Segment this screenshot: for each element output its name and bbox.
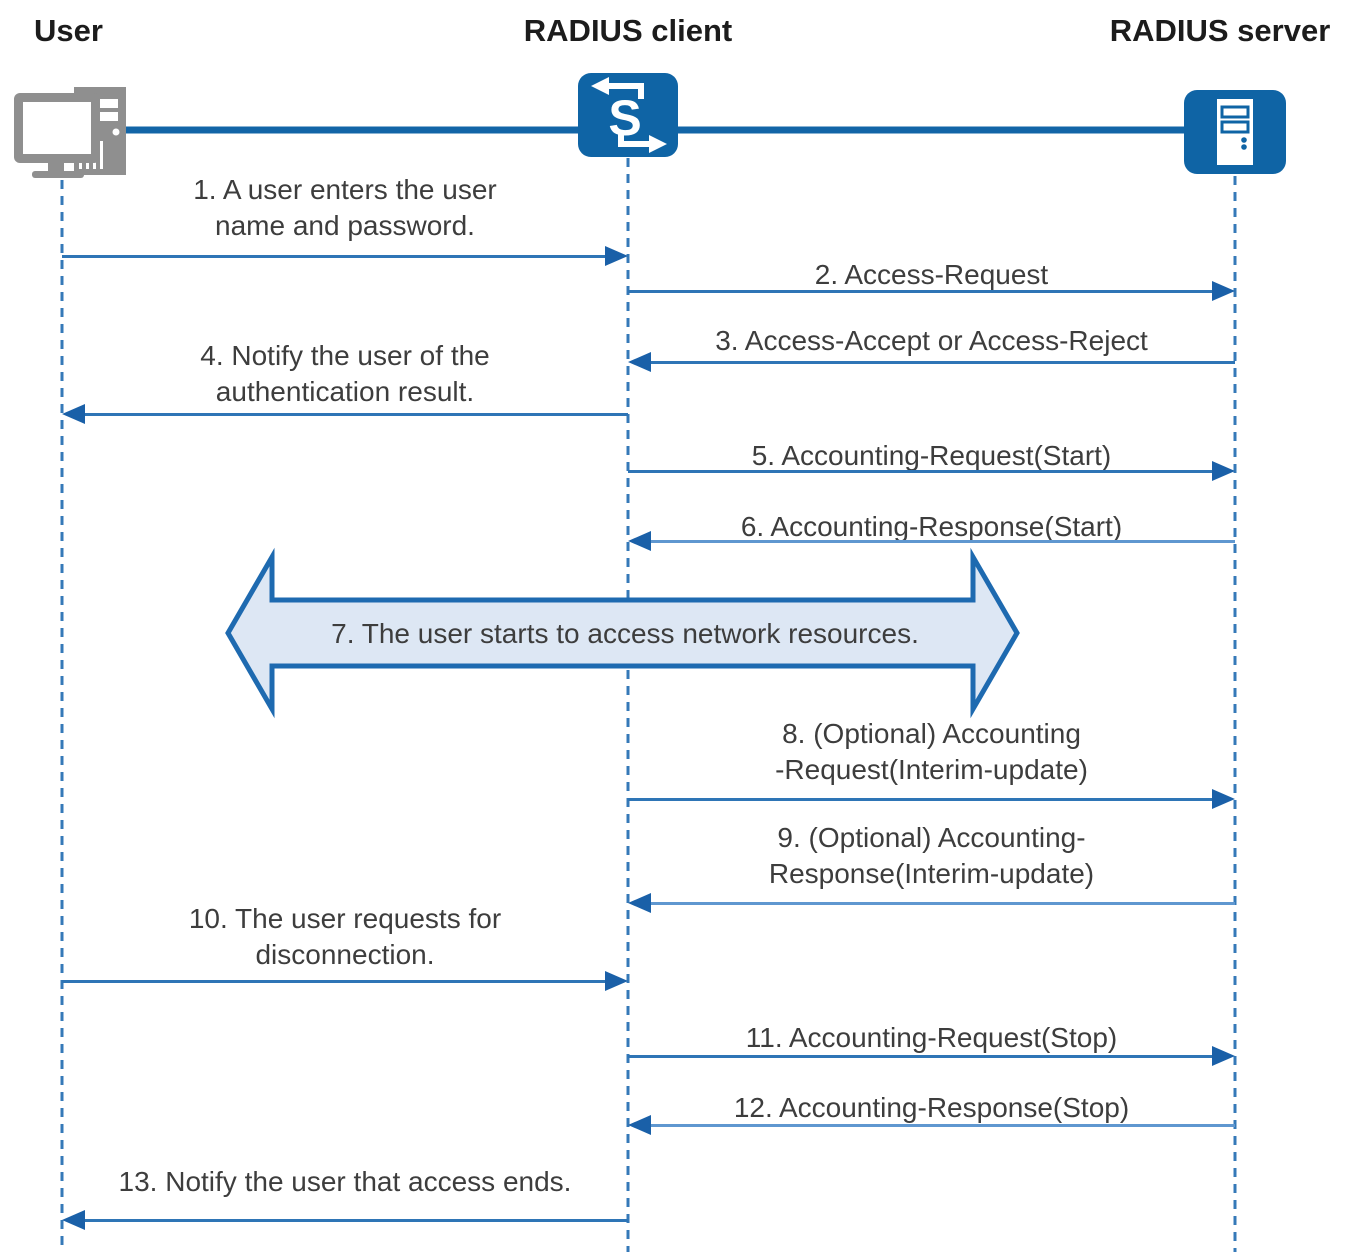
message-5-label: 5. Accounting-Request(Start) — [628, 438, 1235, 474]
message-4-label: 4. Notify the user of the authentication … — [62, 338, 628, 410]
message-1-label: 1. A user enters the user name and passwo… — [62, 172, 628, 244]
message-13-arrow — [80, 1219, 628, 1222]
message-11-label-line: 11. Accounting-Request(Stop) — [745, 1022, 1118, 1053]
switch-s-glyph: S — [608, 90, 641, 146]
actor-label-user: User — [34, 13, 103, 48]
message-9-label: 9. (Optional) Accounting- Response(Interi… — [628, 820, 1235, 892]
message-5-arrowhead-icon — [1212, 461, 1235, 481]
message-5-label-line: 5. Accounting-Request(Start) — [751, 440, 1112, 471]
message-8-arrowhead-icon — [1212, 789, 1235, 809]
message-12-label: 12. Accounting-Response(Stop) — [628, 1090, 1235, 1126]
message-12-arrowhead-icon — [628, 1115, 651, 1135]
message-9-arrow — [646, 902, 1235, 905]
message-9-label-line: Response(Interim-update) — [768, 858, 1095, 889]
message-13-arrowhead-icon — [62, 1210, 85, 1230]
message-3-arrow — [646, 361, 1235, 364]
message-11-arrow — [628, 1055, 1217, 1058]
message-4-label-line: 4. Notify the user of the — [200, 340, 490, 371]
message-6-label: 6. Accounting-Response(Start) — [628, 509, 1235, 545]
message-4-arrow — [80, 413, 628, 416]
message-8-label-line: 8. (Optional) Accounting — [782, 718, 1081, 749]
left-arrow-glyph — [591, 77, 609, 95]
message-4-label-line: authentication result. — [215, 376, 475, 407]
message-8-arrow — [628, 798, 1217, 801]
message-3-arrowhead-icon — [628, 352, 651, 372]
message-6-arrow — [646, 540, 1235, 543]
message-3-label: 3. Access-Accept or Access-Reject — [628, 323, 1235, 359]
message-2-label: 2. Access-Request — [628, 257, 1235, 293]
message-1-arrowhead-icon — [605, 246, 628, 266]
message-2-arrow — [628, 290, 1217, 293]
actor-label-radius-client: RADIUS client — [523, 13, 733, 48]
message-2-label-line: 2. Access-Request — [814, 259, 1049, 290]
desktop-computer-icon — [8, 83, 138, 183]
message-6-label-line: 6. Accounting-Response(Start) — [740, 511, 1123, 542]
message-5-arrow — [628, 470, 1217, 473]
message-11-arrowhead-icon — [1212, 1046, 1235, 1066]
message-8-label-line: -Request(Interim-update) — [775, 754, 1088, 785]
message-3-label-line: 3. Access-Accept or Access-Reject — [715, 325, 1148, 356]
message-9-arrowhead-icon — [628, 893, 651, 913]
message-10-label: 10. The user requests for disconnection. — [62, 901, 628, 973]
message-6-arrowhead-icon — [628, 531, 651, 551]
message-10-label-line: 10. The user requests for — [188, 903, 502, 934]
message-10-label-line: disconnection. — [255, 939, 435, 970]
message-13-label-line: 13. Notify the user that access ends. — [118, 1166, 572, 1197]
message-13-label: 13. Notify the user that access ends. — [62, 1164, 628, 1200]
message-12-arrow — [646, 1124, 1235, 1127]
message-1-arrow — [62, 255, 610, 258]
message-2-arrowhead-icon — [1212, 281, 1235, 301]
switch-icon: S — [577, 72, 679, 158]
message-10-arrow — [62, 980, 610, 983]
access-banner-text: 7. The user starts to access network res… — [331, 618, 919, 649]
message-11-label: 11. Accounting-Request(Stop) — [628, 1020, 1235, 1056]
message-1-label-line: 1. A user enters the user — [193, 174, 497, 205]
message-4-arrowhead-icon — [62, 404, 85, 424]
right-arrow-glyph — [649, 135, 667, 153]
access-banner-arrow: 7. The user starts to access network res… — [225, 547, 1020, 719]
message-10-arrowhead-icon — [605, 971, 628, 991]
message-9-label-line: 9. (Optional) Accounting- — [777, 822, 1086, 853]
message-8-label: 8. (Optional) Accounting -Request(Interim… — [628, 716, 1235, 788]
message-12-label-line: 12. Accounting-Response(Stop) — [733, 1092, 1130, 1123]
message-1-label-line: name and password. — [215, 210, 475, 241]
actor-label-radius-server: RADIUS server — [1109, 13, 1331, 48]
server-icon — [1183, 89, 1287, 175]
